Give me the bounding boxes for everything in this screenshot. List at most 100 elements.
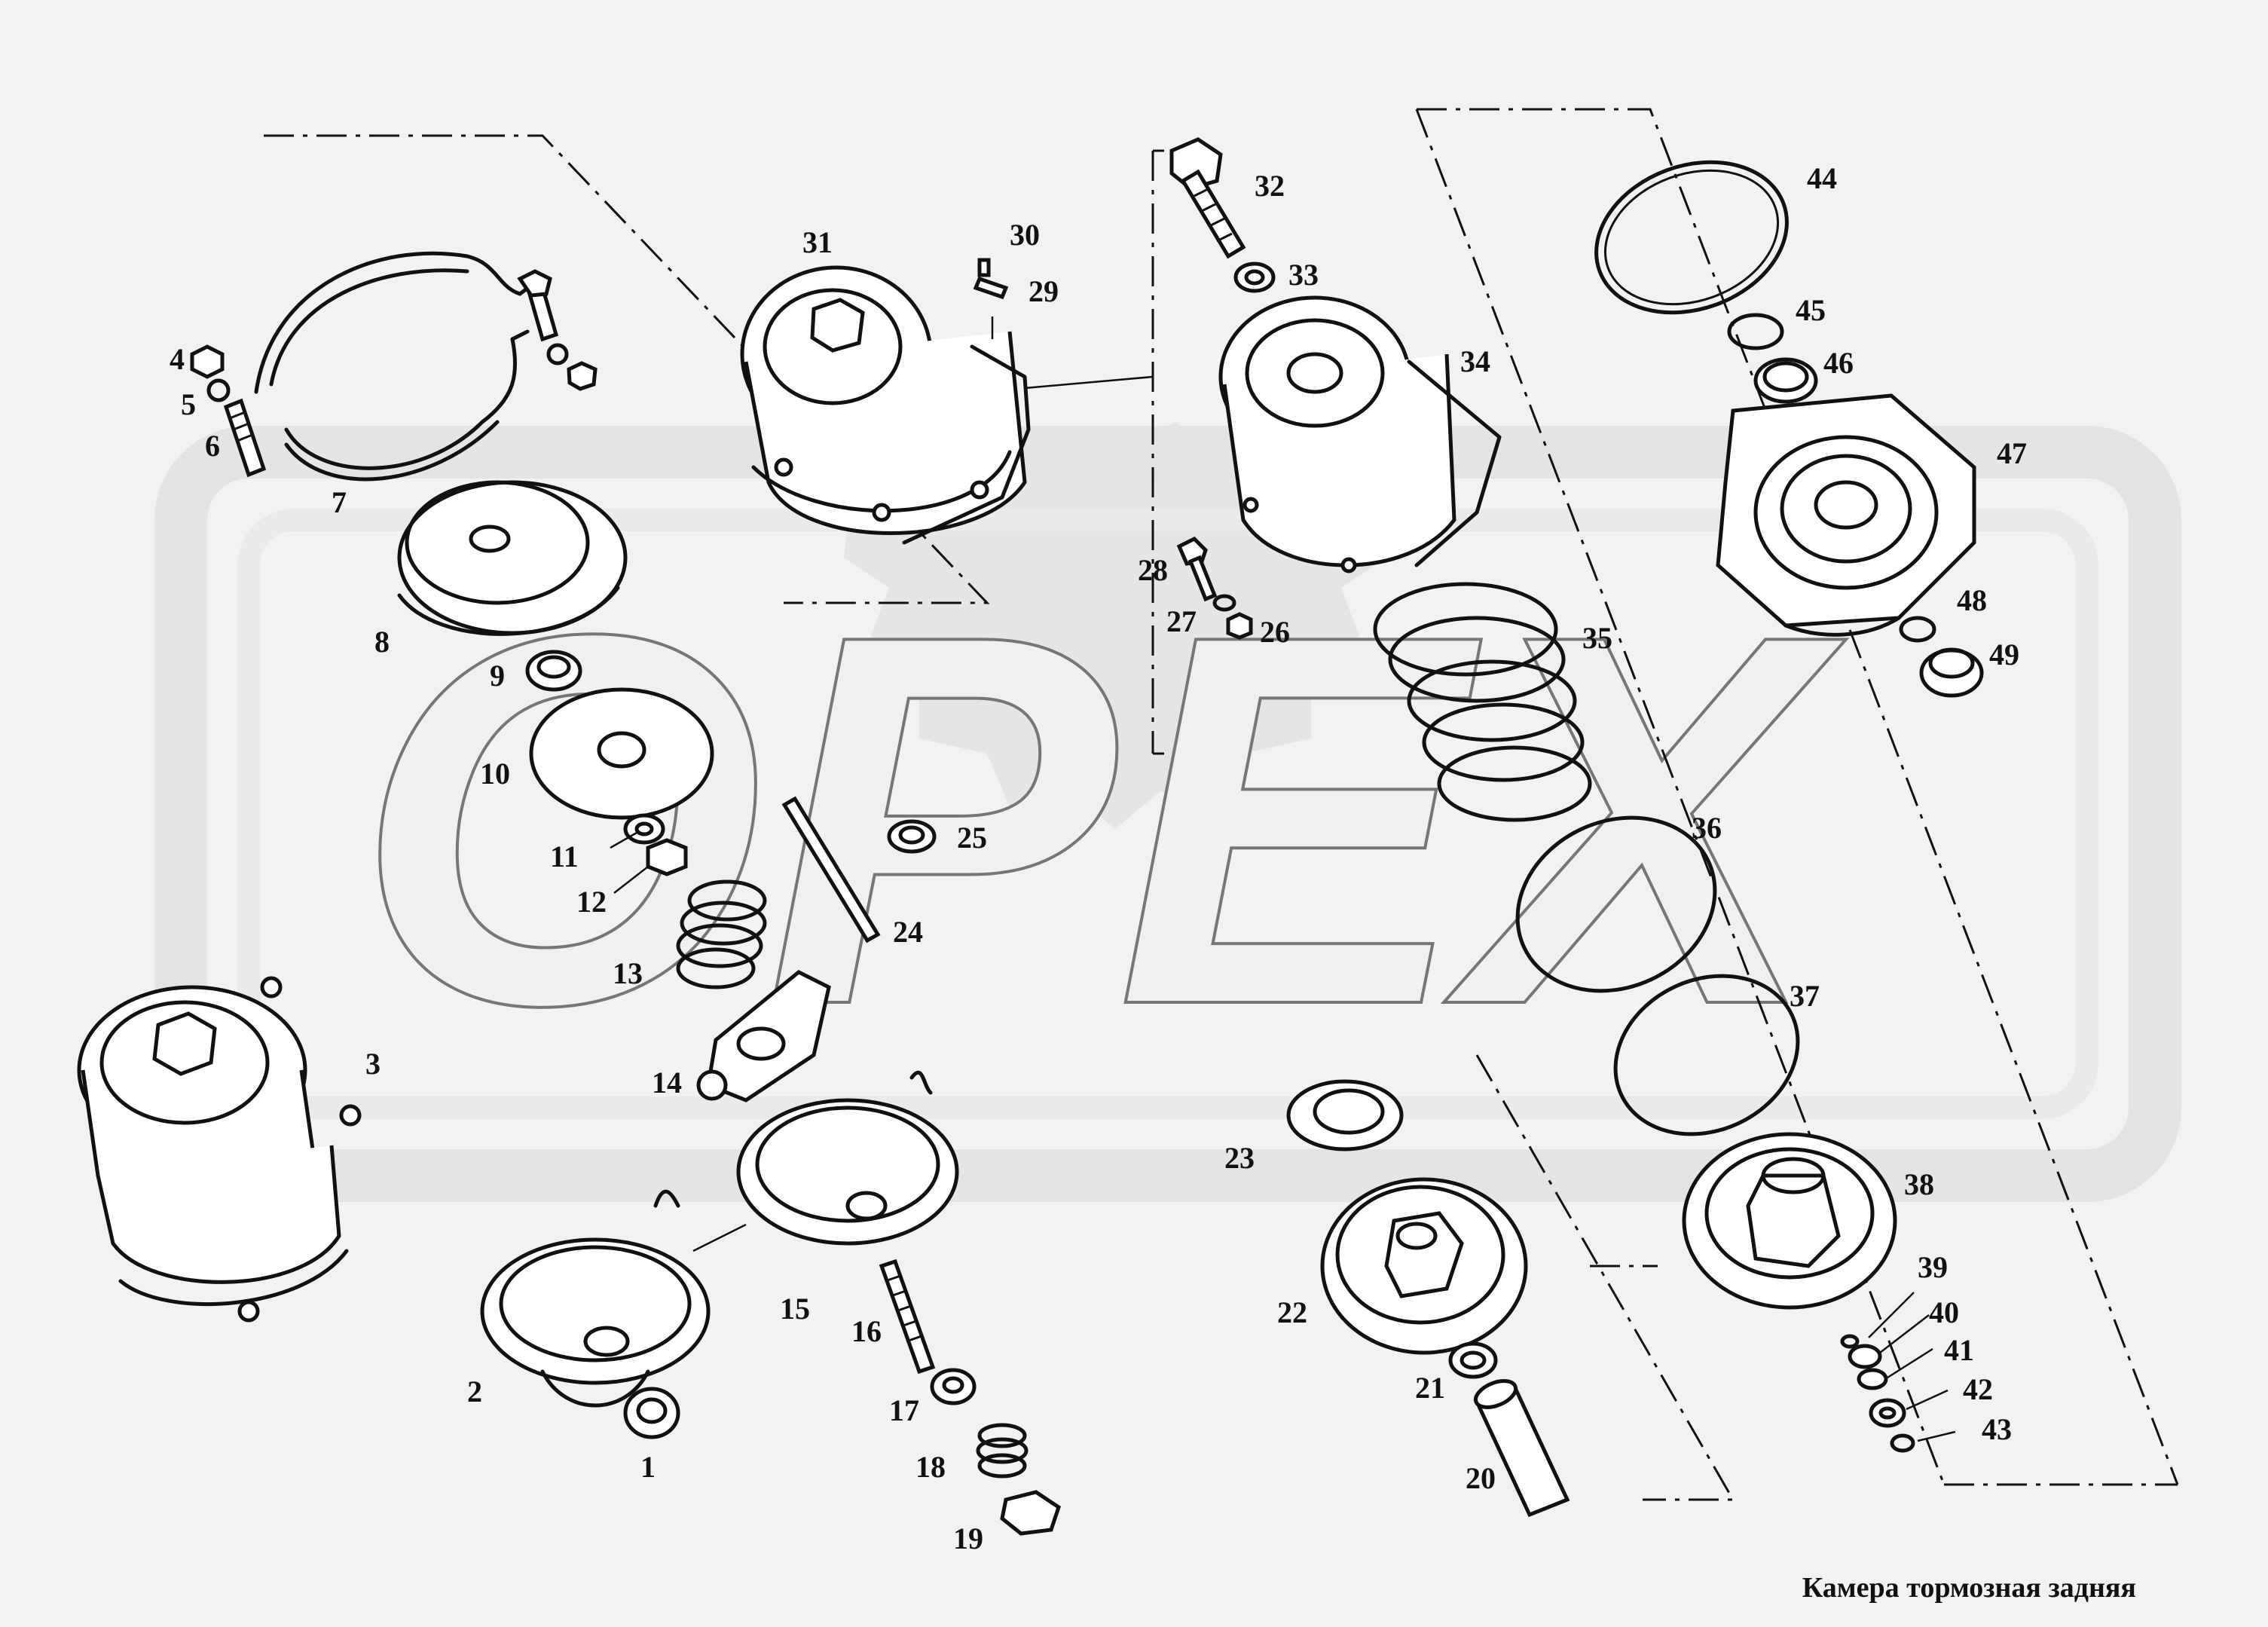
part-33-washer <box>1233 261 1276 293</box>
part-4-nut <box>190 344 225 379</box>
part-24-rod <box>781 796 881 943</box>
label-25: 25 <box>957 821 987 855</box>
part-27-washer <box>1212 594 1236 612</box>
part-2-lower-housing <box>480 1189 711 1408</box>
label-2: 2 <box>467 1375 482 1408</box>
part-31-spring-chamber <box>740 265 1154 545</box>
label-33: 33 <box>1288 258 1319 292</box>
label-16: 16 <box>851 1314 882 1348</box>
part-6b-bolt-right <box>517 269 598 391</box>
label-12: 12 <box>576 885 607 919</box>
part-6-bolt <box>223 398 267 478</box>
label-19: 19 <box>953 1521 983 1555</box>
label-42: 42 <box>1963 1372 1993 1406</box>
label-45: 45 <box>1796 293 1826 327</box>
part-12-nut <box>646 838 688 876</box>
label-27: 27 <box>1166 604 1197 638</box>
part-43-ring <box>1890 1433 1915 1453</box>
part-1-nut <box>623 1387 680 1439</box>
part-36-seal-ring <box>1515 815 1717 993</box>
label-48: 48 <box>1957 583 1987 617</box>
label-8: 8 <box>374 625 390 659</box>
part-28-bolt <box>1176 536 1218 602</box>
label-32: 32 <box>1255 169 1285 203</box>
part-9-bushing <box>525 650 582 692</box>
part-37-seal-ring <box>1613 974 1800 1136</box>
label-36: 36 <box>1692 811 1722 845</box>
part-25-clip <box>887 819 937 854</box>
part-40-ring <box>1848 1344 1882 1369</box>
svg-text:OPEX: OPEX <box>354 525 1847 1115</box>
label-17: 17 <box>889 1393 919 1427</box>
part-38-piston <box>1682 1132 1897 1310</box>
label-13: 13 <box>613 956 643 990</box>
part-39-ring <box>1840 1334 1860 1349</box>
part-30-pin <box>977 258 991 277</box>
part-49-plug <box>1919 647 1984 698</box>
label-41: 41 <box>1944 1333 1974 1367</box>
part-35-power-spring <box>1373 582 1592 822</box>
part-34-spring-housing <box>1218 295 1502 573</box>
part-10-diaphragm <box>529 687 714 820</box>
part-48-ring <box>1899 616 1936 643</box>
label-43: 43 <box>1982 1412 2012 1446</box>
leader-lines <box>610 831 1956 1442</box>
part-22-piston <box>1320 1177 1528 1355</box>
label-24: 24 <box>893 915 923 949</box>
label-46: 46 <box>1823 346 1854 380</box>
label-7: 7 <box>332 485 347 519</box>
part-17-nut <box>930 1368 977 1405</box>
part-labels: 1 2 3 4 5 6 7 8 9 10 11 12 13 14 15 16 1… <box>170 161 2027 1555</box>
label-18: 18 <box>915 1450 946 1484</box>
part-8-cover <box>397 480 628 636</box>
part-15-housing <box>692 1070 959 1252</box>
label-4: 4 <box>170 342 185 376</box>
label-9: 9 <box>490 659 505 693</box>
part-3-brake-chamber-assembly <box>77 976 362 1323</box>
label-15: 15 <box>780 1292 810 1326</box>
part-5-washer <box>206 378 231 402</box>
diagram-caption: Камера тормозная задняя <box>1802 1572 2136 1604</box>
part-11-washer <box>623 813 665 845</box>
label-1: 1 <box>640 1450 656 1484</box>
part-14-bracket <box>696 970 831 1103</box>
watermark-logo: OPEX <box>154 422 2181 1202</box>
label-30: 30 <box>1010 218 1040 252</box>
label-20: 20 <box>1466 1461 1496 1495</box>
part-18-spring <box>976 1423 1029 1479</box>
part-20-pin <box>1473 1379 1570 1518</box>
label-29: 29 <box>1029 274 1059 308</box>
label-10: 10 <box>480 757 510 791</box>
label-38: 38 <box>1904 1167 1934 1201</box>
part-19-valve <box>1000 1490 1061 1536</box>
label-28: 28 <box>1138 553 1168 587</box>
part-44-o-ring <box>1594 160 1789 315</box>
part-23-bushing <box>1286 1079 1404 1151</box>
label-22: 22 <box>1277 1295 1307 1329</box>
part-47-cover-flange <box>1716 393 1976 637</box>
label-40: 40 <box>1929 1295 1959 1329</box>
part-41-ring <box>1857 1368 1888 1390</box>
part-42-nut <box>1869 1398 1906 1428</box>
label-44: 44 <box>1807 161 1837 195</box>
label-5: 5 <box>181 387 196 421</box>
label-47: 47 <box>1997 436 2027 470</box>
label-49: 49 <box>1989 638 2019 671</box>
label-14: 14 <box>652 1066 682 1099</box>
part-32-release-bolt <box>1169 137 1246 259</box>
part-13-spring <box>676 879 767 989</box>
part-29-key <box>973 276 1009 339</box>
part-16-screw <box>879 1258 936 1375</box>
label-34: 34 <box>1460 344 1490 378</box>
part-7-clamp-ring <box>254 251 537 482</box>
label-39: 39 <box>1918 1250 1948 1284</box>
label-23: 23 <box>1224 1141 1255 1175</box>
part-21-ring <box>1448 1341 1498 1379</box>
part-45-ring <box>1727 313 1784 350</box>
label-31: 31 <box>802 225 833 259</box>
label-21: 21 <box>1415 1371 1445 1405</box>
label-35: 35 <box>1582 621 1612 655</box>
part-26-nut <box>1226 612 1253 640</box>
label-6: 6 <box>205 429 220 463</box>
